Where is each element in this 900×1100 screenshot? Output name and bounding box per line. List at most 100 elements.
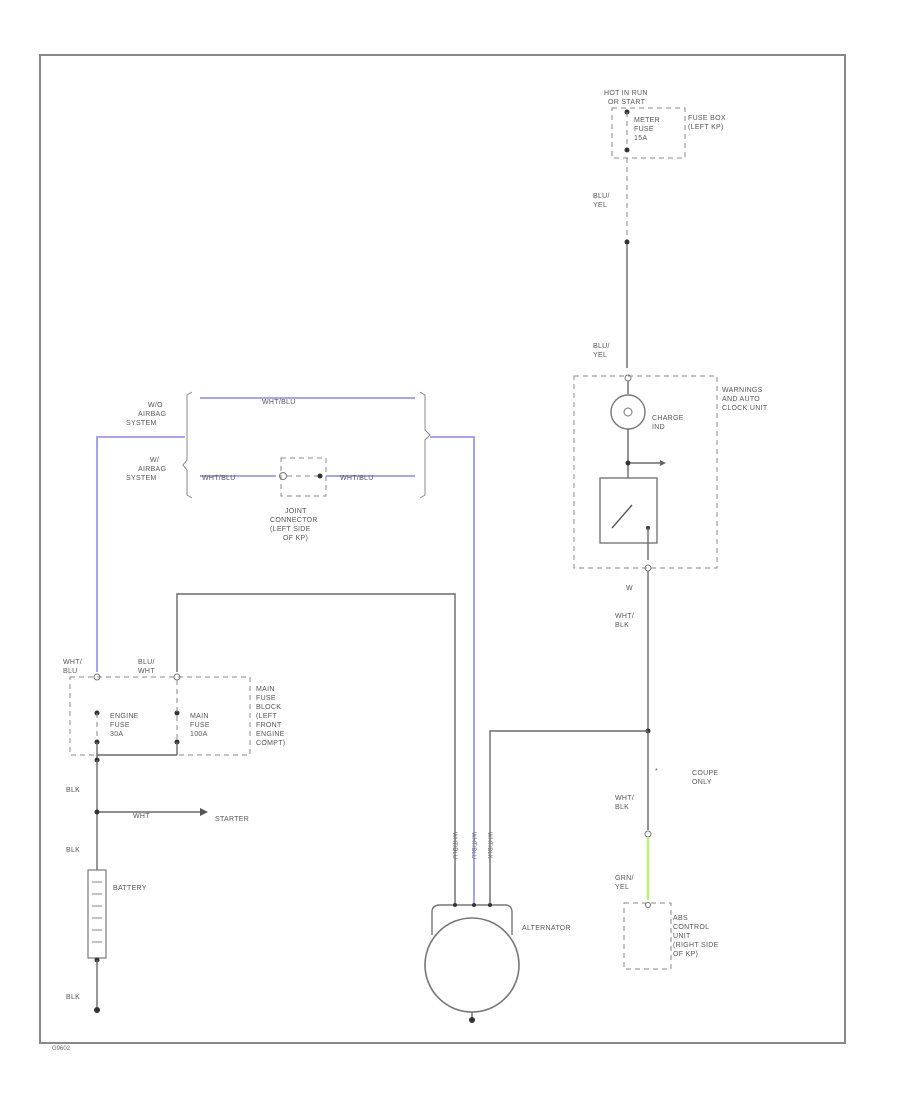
joint-label-2: CONNECTOR xyxy=(270,517,318,524)
joint-pin-left xyxy=(279,472,287,480)
ground-label: BLK xyxy=(66,994,80,1001)
main-fuse-block-label-7: COMPT) xyxy=(256,740,285,747)
engine-fuse-pin xyxy=(93,673,101,681)
fuse-box-group: HOT IN RUN OR START FUSE BOX (LEFT KP) M… xyxy=(604,90,726,159)
blu-wht-wire xyxy=(176,593,456,905)
lamp-filament xyxy=(623,407,633,417)
main-fuse-label-3: 100A xyxy=(190,731,208,738)
airbag-wo-label-2: AIRBAG xyxy=(138,411,166,418)
alt-wire-label-1: WHT/BLU xyxy=(451,832,457,859)
main-fuse-block-label-1: MAIN xyxy=(256,686,275,693)
wht-blk-2-label-2: BLK xyxy=(615,804,629,811)
starter-split-dot xyxy=(94,809,100,815)
fuse-bottom-dot xyxy=(624,147,630,153)
alt-wire-label-3: WHT/BLK xyxy=(486,832,492,859)
airbag-wo-label-1: W/O xyxy=(148,402,163,409)
figure-code: G9602 xyxy=(52,1046,71,1052)
hot-in-run-label: HOT IN RUN xyxy=(604,90,648,97)
ground-icon xyxy=(94,1007,100,1013)
coupe-only-label-1: COUPE xyxy=(692,770,718,777)
grn-yel-label-2: YEL xyxy=(615,884,629,891)
engine-fuse-label-3: 30A xyxy=(110,731,123,738)
joint-label-4: OF KP) xyxy=(283,535,308,542)
right-bracket xyxy=(419,391,431,499)
grn-yel-label-1: GRN/ xyxy=(615,875,634,882)
blu-yel-mid-label-2: YEL xyxy=(593,352,607,359)
abs-pin xyxy=(645,902,651,908)
alt-pin xyxy=(488,903,492,907)
airbag-wo-label-3: SYSTEM xyxy=(126,420,157,427)
meter-fuse-label-3: 15A xyxy=(634,135,647,142)
engine-fuse-label-1: ENGINE xyxy=(110,713,139,720)
airbag-section: W/O AIRBAG SYSTEM W/ AIRBAG SYSTEM WHT/B… xyxy=(126,391,431,542)
battery: BATTERY xyxy=(87,869,147,959)
joint-connector-outline xyxy=(280,457,327,497)
alt-pin xyxy=(472,903,476,907)
diagram-frame xyxy=(39,54,846,1044)
abs-label-5: OF KP) xyxy=(673,951,698,958)
starter-label: STARTER xyxy=(215,816,249,823)
blu-yel-top-label-2: YEL xyxy=(593,202,607,209)
blu-yel-top-label-1: BLU/ xyxy=(593,193,610,200)
charge-lamp xyxy=(610,394,646,430)
wht-blk-label-2: BLK xyxy=(615,622,629,629)
coupe-only-label-2: ONLY xyxy=(692,779,712,786)
joint-label-1: JOINT xyxy=(285,508,307,515)
wht-blu-top-label: WHT/BLU xyxy=(262,399,296,406)
abs-label-4: (RIGHT SIDE xyxy=(673,942,719,949)
wht-blu-left-label: WHT/BLU xyxy=(202,475,236,482)
hot-in-run-label-2: OR START xyxy=(608,99,646,106)
main-fuse-top xyxy=(174,710,180,716)
joint-label-3: (LEFT SIDE xyxy=(270,526,311,533)
relay-switch xyxy=(611,504,633,529)
warning-unit-label-1: WARNINGS xyxy=(722,387,763,394)
main-fuse-label-1: MAIN xyxy=(190,713,209,720)
blk-label-2: BLK xyxy=(66,847,80,854)
wht-blu-fuse-label-2: BLU xyxy=(63,668,78,675)
wht-blu-alternator-wire xyxy=(430,436,475,905)
engine-fuse-label-2: FUSE xyxy=(110,722,130,729)
meter-fuse-label-1: METER xyxy=(634,117,660,124)
meter-fuse-label-2: FUSE xyxy=(634,126,654,133)
main-fuse-block-label-5: FRONT xyxy=(256,722,282,729)
alternator-body xyxy=(424,917,520,1013)
blu-wht-label-1: BLU/ xyxy=(138,659,155,666)
abs-label-2: CONTROL xyxy=(673,924,709,931)
main-fuse-block-label-6: ENGINE xyxy=(256,731,285,738)
wire-w-label: W xyxy=(626,585,633,592)
blu-wht-label-2: WHT xyxy=(138,668,155,675)
battery-label: BATTERY xyxy=(113,885,147,892)
coupe-connector xyxy=(644,830,652,838)
warning-unit-label-3: CLOCK UNIT xyxy=(722,405,768,412)
left-bracket xyxy=(182,391,193,499)
warning-unit-group: WARNINGS AND AUTO CLOCK UNIT CHARGE IND xyxy=(573,374,768,572)
charge-ind-label-1: CHARGE xyxy=(652,415,684,422)
wht-blk-label-1: WHT/ xyxy=(615,613,634,620)
abs-unit-outline xyxy=(623,902,672,970)
battery-body xyxy=(87,869,107,959)
fuse-box-outline xyxy=(611,107,686,159)
alternator: WHT/BLU WHT/BLU WHT/BLK ALTERNATOR xyxy=(424,832,571,1023)
abs-label-3: UNIT xyxy=(673,933,691,940)
alternator-label: ALTERNATOR xyxy=(522,925,571,932)
main-fuse-label-2: FUSE xyxy=(190,722,210,729)
junction-dot xyxy=(624,239,630,245)
blk-label-1: BLK xyxy=(66,787,80,794)
charge-ind-label-2: IND xyxy=(652,424,665,431)
alt-pin xyxy=(453,903,457,907)
lamp-branch-arrow xyxy=(660,460,666,466)
main-fuse-block-group: WHT/ BLU BLU/ WHT ENGINE FUSE 30A MAIN F… xyxy=(63,659,285,756)
wht-blk-2-label-1: WHT/ xyxy=(615,795,634,802)
lamp-junction-dot xyxy=(625,460,631,466)
starter-arrow xyxy=(200,808,208,816)
wire-star: * xyxy=(655,768,658,775)
joint-pin-right xyxy=(317,473,323,479)
wht-blu-right-label: WHT/BLU xyxy=(340,475,374,482)
airbag-w-label-3: SYSTEM xyxy=(126,475,157,482)
abs-label-1: ABS xyxy=(673,915,688,922)
main-fuse-block-label-4: (LEFT xyxy=(256,713,277,720)
main-fuse-block-outline xyxy=(69,676,251,756)
wht-blk-to-alternator xyxy=(489,730,648,905)
wht-starter-label: WHT xyxy=(133,813,150,820)
